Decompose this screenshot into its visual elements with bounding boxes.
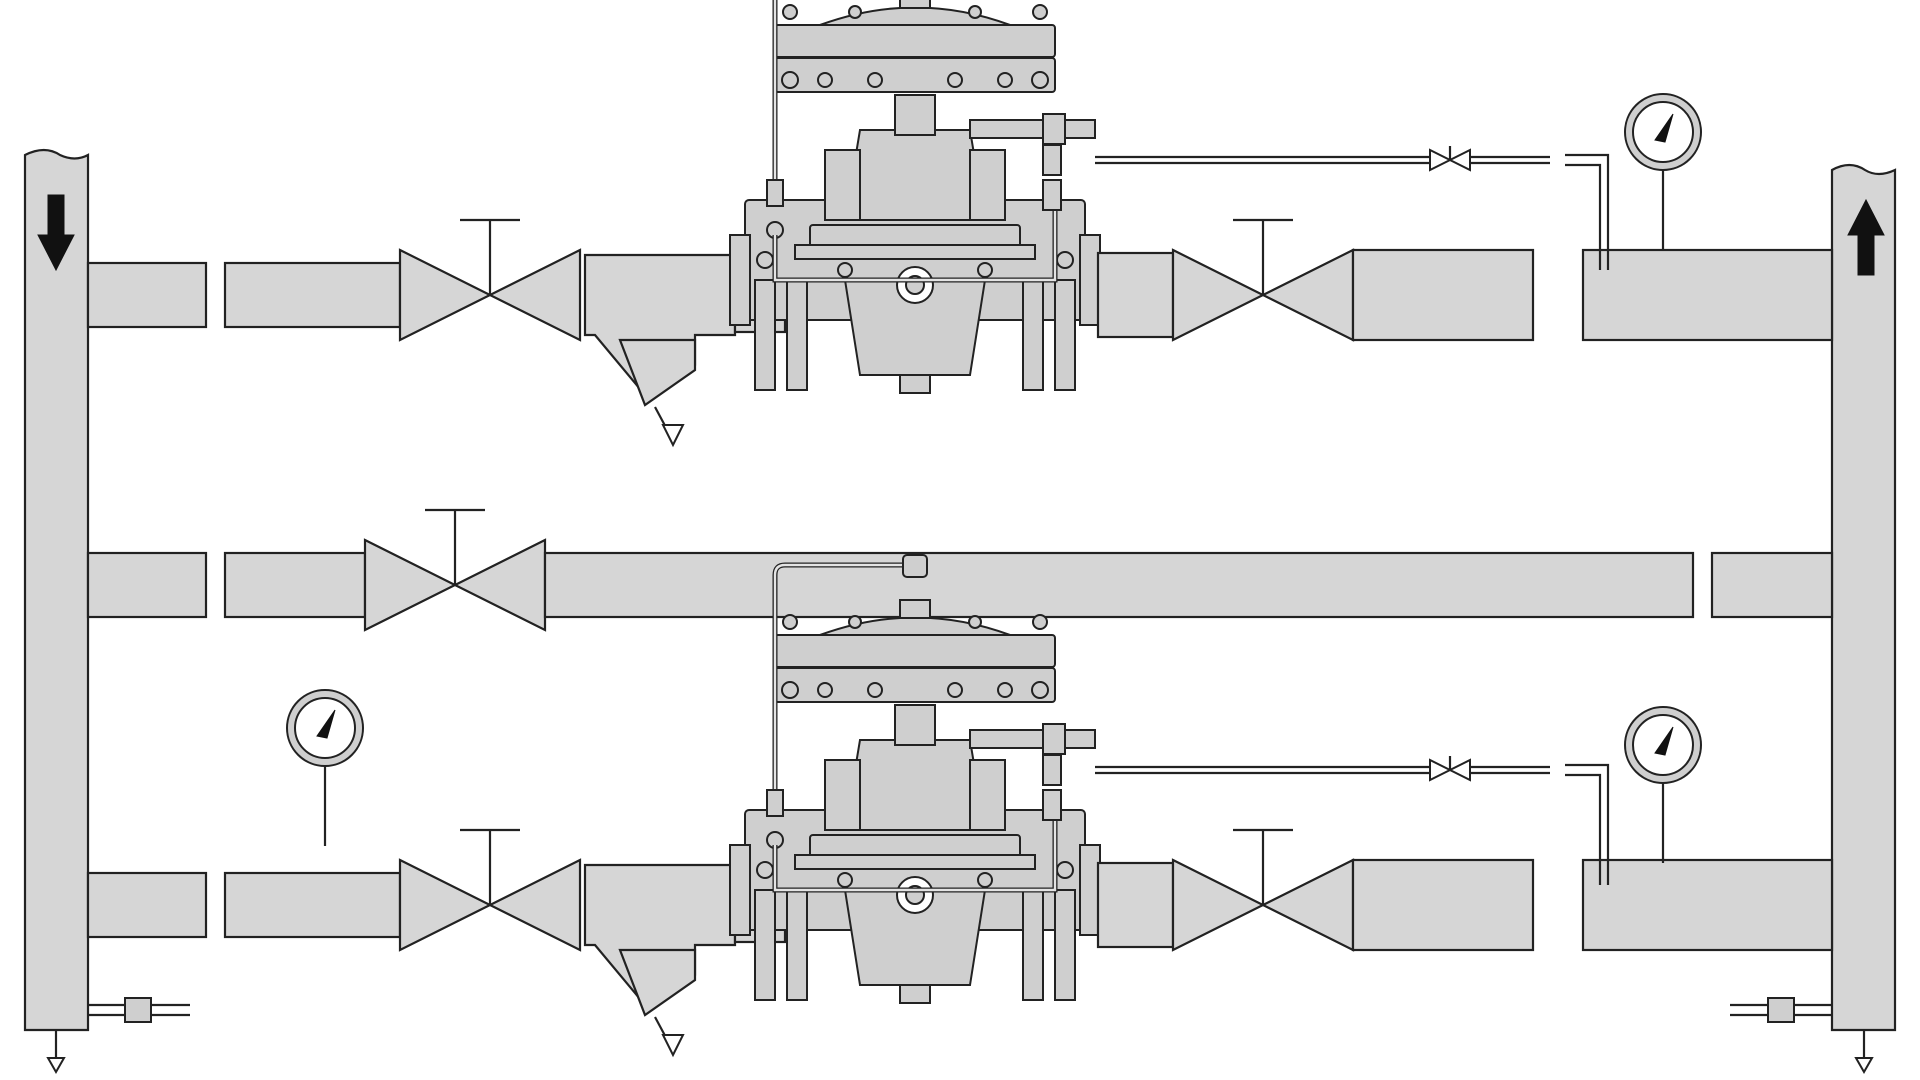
lower-y-strainer-icon — [583, 863, 737, 1057]
flow-arrow-up-icon — [1847, 198, 1885, 276]
lower-regulator-line — [86, 555, 1834, 1057]
outlet-header-pipe — [1830, 163, 1897, 1032]
upper-pressure-regulator-icon — [730, 0, 1100, 393]
outlet-drain-valve-icon — [1730, 997, 1874, 1075]
lower-outlet-gate-valve-icon — [1171, 828, 1355, 952]
lower-outlet-pressure-gauge-icon — [1623, 705, 1703, 865]
bypass-gate-valve-icon — [363, 508, 547, 632]
upper-needle-valve-icon — [1429, 148, 1453, 172]
upper-outlet-pressure-gauge-icon — [1623, 92, 1703, 252]
inlet-header-pipe — [23, 148, 90, 1032]
inlet-drain-valve-icon — [46, 997, 190, 1075]
flow-arrow-down-icon — [37, 194, 75, 272]
lower-inlet-gate-valve-icon — [398, 828, 582, 952]
upper-regulator-line — [86, 0, 1834, 447]
lower-inlet-pressure-gauge-icon — [285, 688, 365, 848]
lower-needle-valve-icon — [1429, 758, 1453, 782]
upper-outlet-gate-valve-icon — [1171, 218, 1355, 342]
upper-inlet-gate-valve-icon — [398, 218, 582, 342]
upper-y-strainer-icon — [583, 253, 737, 447]
bypass-line — [86, 508, 1834, 632]
